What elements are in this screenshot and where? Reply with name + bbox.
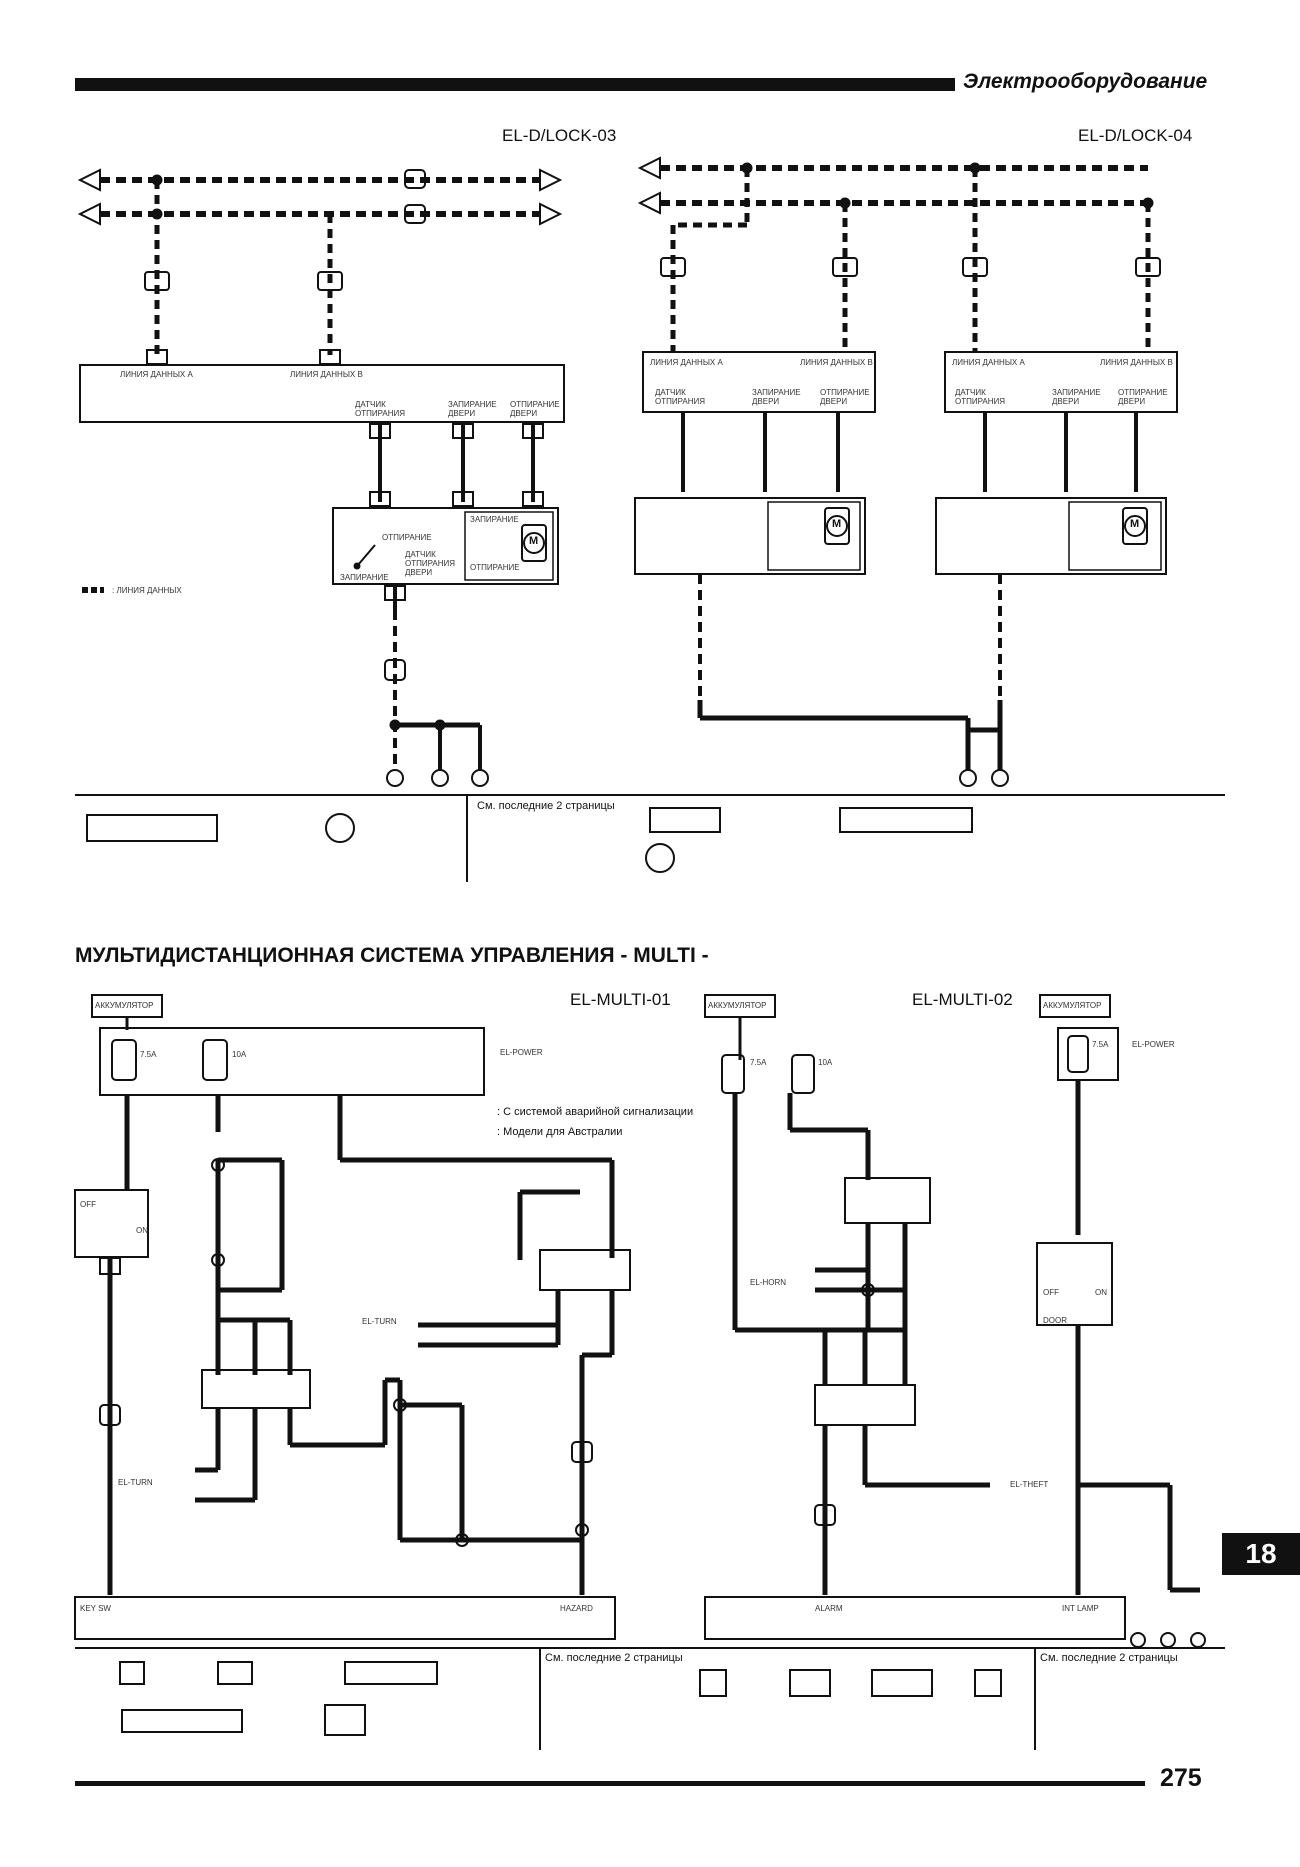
label-off: OFF bbox=[80, 1200, 96, 1209]
label-data-line-a: ЛИНИЯ ДАННЫХ A bbox=[952, 358, 1025, 367]
label-on: ON bbox=[136, 1226, 148, 1235]
label-door-unlock: ОТПИРАНИЕ ДВЕРИ bbox=[510, 400, 560, 418]
label-fuse-7-5a: 7.5A bbox=[1092, 1040, 1109, 1049]
note-alarm-option: : С системой аварийной сигнализации bbox=[497, 1106, 694, 1118]
motor-symbol: M bbox=[529, 535, 539, 547]
note-see-last-pages: См. последние 2 страницы bbox=[545, 1652, 683, 1664]
label-data-line-b: ЛИНИЯ ДАННЫХ B bbox=[290, 370, 363, 379]
door-lock-actuator-rear-right bbox=[935, 497, 1167, 575]
note-see-last-pages: См. последние 2 страницы bbox=[1040, 1652, 1178, 1664]
diagram-code-multi02: EL-MULTI-02 bbox=[912, 990, 1013, 1009]
label-door-unlock: ОТПИРАНИЕ ДВЕРИ bbox=[1118, 388, 1168, 406]
multi-remote-control-unit-right bbox=[704, 1596, 1126, 1640]
label-data-line-a: ЛИНИЯ ДАННЫХ A bbox=[650, 358, 723, 367]
label-fuse-7-5a: 7.5A bbox=[140, 1050, 157, 1059]
relay-hazard-1 bbox=[539, 1249, 631, 1291]
label-door-lock: ЗАПИРАНИЕ ДВЕРИ bbox=[1052, 388, 1101, 406]
label-battery: АККУМУЛЯТОР bbox=[95, 1001, 154, 1010]
room-lamp bbox=[1036, 1242, 1113, 1326]
diagram-code-multi01: EL-MULTI-01 bbox=[570, 990, 671, 1009]
label-data-line-b: ЛИНИЯ ДАННЫХ B bbox=[800, 358, 873, 367]
horn-relay bbox=[844, 1177, 931, 1224]
label-door-sensor: ДАТЧИК ОТПИРАНИЯ ДВЕРИ bbox=[405, 550, 456, 577]
diagram-code-lock03: EL-D/LOCK-03 bbox=[502, 126, 617, 145]
motor-symbol: M bbox=[1130, 518, 1140, 530]
label-data-line-b: ЛИНИЯ ДАННЫХ B bbox=[1100, 358, 1173, 367]
label-el-horn: EL-HORN bbox=[750, 1278, 787, 1287]
label-door-unlock: ОТПИРАНИЕ ДВЕРИ bbox=[820, 388, 870, 406]
data-line-ry bbox=[77, 202, 563, 226]
door-lock-actuator-rear-left bbox=[634, 497, 866, 575]
label-int-lamp: INT LAMP bbox=[1062, 1604, 1099, 1613]
system-title: МУЛЬТИДИСТАНЦИОННАЯ СИСТЕМА УПРАВЛЕНИЯ -… bbox=[75, 944, 709, 967]
label-door-lock: ЗАПИРАНИЕ ДВЕРИ bbox=[752, 388, 801, 406]
label-off: OFF bbox=[1043, 1288, 1059, 1297]
label-key-sw: KEY SW bbox=[80, 1604, 111, 1613]
theft-warning-horn-relay bbox=[814, 1384, 916, 1426]
label-on: ON bbox=[1095, 1288, 1107, 1297]
label-data-line-a: ЛИНИЯ ДАННЫХ A bbox=[120, 370, 193, 379]
motor-symbol: M bbox=[832, 518, 842, 530]
label-el-turn: EL-TURN bbox=[118, 1478, 153, 1487]
fuse-block-right bbox=[1057, 1027, 1119, 1081]
label-lock: ЗАПИРАНИЕ bbox=[340, 573, 389, 582]
note-australia-option: : Модели для Австралии bbox=[497, 1126, 623, 1138]
diagram-code-lock04: EL-D/LOCK-04 bbox=[1078, 126, 1193, 145]
label-door: DOOR bbox=[1043, 1316, 1067, 1325]
label-unlock-sensor: ДАТЧИК ОТПИРАНИЯ bbox=[955, 388, 1006, 406]
note-see-last-pages: См. последние 2 страницы bbox=[477, 800, 615, 812]
footer-rule bbox=[75, 1781, 1145, 1786]
door-lock-actuator-front-passenger bbox=[332, 507, 559, 585]
label-el-power: EL-POWER bbox=[1132, 1040, 1175, 1049]
label-el-power: EL-POWER bbox=[500, 1048, 543, 1057]
section-title: Электрооборудование bbox=[963, 70, 1208, 93]
label-alarm: ALARM bbox=[815, 1604, 843, 1613]
label-fuse-7-5a: 7.5A bbox=[750, 1058, 767, 1067]
label-battery: АККУМУЛЯТОР bbox=[708, 1001, 767, 1010]
data-line-rs bbox=[77, 168, 563, 192]
control-unit-rear-left bbox=[642, 351, 876, 413]
label-fuse-10a: 10A bbox=[232, 1050, 247, 1059]
fuse-block-left bbox=[99, 1027, 485, 1096]
label-el-turn: EL-TURN bbox=[362, 1317, 397, 1326]
label-door-lock: ЗАПИРАНИЕ ДВЕРИ bbox=[448, 400, 497, 418]
legend-data-line: : ЛИНИЯ ДАННЫХ bbox=[112, 586, 182, 595]
label-unlock: ОТПИРАНИЕ bbox=[470, 563, 520, 572]
label-el-theft: EL-THEFT bbox=[1010, 1480, 1049, 1489]
multi-remote-control-unit-left bbox=[74, 1596, 616, 1640]
label-battery: АККУМУЛЯТОР bbox=[1043, 1001, 1102, 1010]
chapter-tab: 18 bbox=[1222, 1533, 1300, 1575]
label-fuse-10a: 10A bbox=[818, 1058, 833, 1067]
control-unit-front-passenger bbox=[79, 364, 565, 423]
control-unit-rear-right bbox=[944, 351, 1178, 413]
label-lock: ЗАПИРАНИЕ bbox=[470, 515, 519, 524]
label-unlock: ОТПИРАНИЕ bbox=[382, 533, 432, 542]
label-hazard: HAZARD bbox=[560, 1604, 593, 1613]
header-rule bbox=[75, 78, 955, 91]
relay-hazard-2 bbox=[201, 1369, 311, 1409]
label-unlock-sensor: ДАТЧИК ОТПИРАНИЯ bbox=[355, 400, 406, 418]
page-number: 275 bbox=[1160, 1764, 1202, 1792]
label-unlock-sensor: ДАТЧИК ОТПИРАНИЯ bbox=[655, 388, 706, 406]
